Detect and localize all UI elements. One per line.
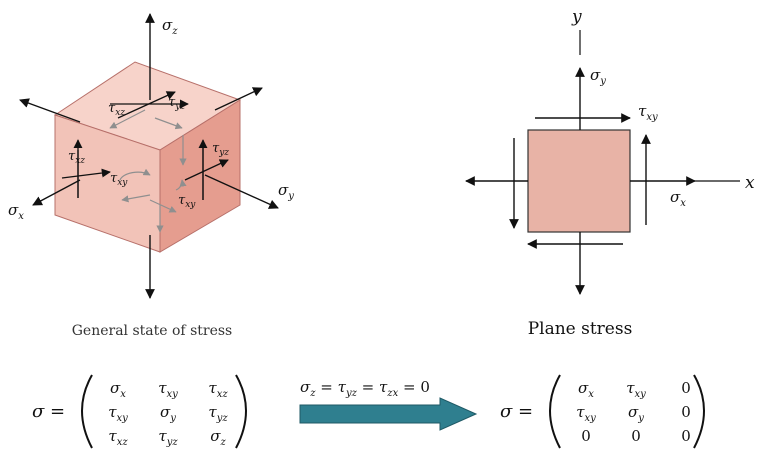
tau-yz-top-label: τyz — [168, 95, 185, 112]
tau-xz-left-label: τxz — [68, 149, 85, 166]
left-stress-tensor: σ = σx τxy τxz τxy σy τyz τxz τyz σz — [32, 374, 247, 449]
tau-xy-front-label: τxy — [110, 171, 128, 188]
tau-yz-right-label: τyz — [212, 141, 229, 158]
y-axis-label: y — [571, 7, 582, 27]
sigma-y-label: σy — [278, 181, 294, 202]
matrix-entry: 0 — [681, 379, 691, 397]
matrix-entry: τxy — [108, 403, 128, 424]
plane-stress-caption: Plane stress — [528, 319, 633, 339]
sigma-z-label: σz — [162, 16, 178, 37]
sigma-y-back-arrow — [214, 87, 263, 111]
tau-xz-top-label: τxz — [108, 101, 125, 118]
left-lhs: σ = — [32, 401, 65, 422]
matrix-entry: τxy — [158, 379, 178, 400]
matrix-entry: 0 — [631, 427, 641, 445]
shear-arrows-gray — [109, 109, 187, 233]
matrix-entry: τxy — [576, 403, 596, 424]
general-state-caption: General state of stress — [72, 323, 232, 339]
sigma-x-arrow — [32, 179, 81, 206]
sigma-x-label-right: σx — [670, 188, 686, 209]
right-lhs: σ = — [500, 401, 533, 422]
condition-block: σz = τyz = τzx = 0 — [299, 378, 478, 431]
matrix-entry: 0 — [681, 403, 691, 421]
left-close-paren — [235, 374, 247, 449]
right-matrix: σx τxy 0 τxy σy 0 0 0 0 — [576, 379, 691, 445]
condition-text: σz = τyz = τzx = 0 — [300, 378, 430, 399]
plane-stress-square — [527, 129, 631, 233]
sigma-x-back-arrow — [19, 98, 81, 123]
x-axis-label: x — [745, 173, 755, 193]
sigma-y-label-right: σy — [590, 66, 606, 87]
matrix-entry: τxz — [208, 379, 228, 400]
sigma-x-label: σx — [8, 201, 24, 222]
matrix-entry: τyz — [158, 427, 178, 448]
matrix-entry: 0 — [681, 427, 691, 445]
right-open-paren — [549, 374, 561, 449]
plane-stress-diagram: y x σy σx τxy — [465, 7, 755, 295]
general-stress-cube — [53, 61, 242, 253]
left-open-paren — [81, 374, 93, 449]
transition-arrow — [299, 397, 478, 431]
matrix-entry: τyz — [208, 403, 228, 424]
matrix-entry: σy — [628, 403, 644, 424]
matrix-entry: σx — [578, 379, 594, 400]
matrix-entry: τxy — [626, 379, 646, 400]
matrix-entry: σx — [110, 379, 126, 400]
shear-arrows-black — [61, 91, 229, 200]
normal-stress-arrows — [19, 13, 279, 299]
tau-xy-right-label: τxy — [178, 193, 196, 210]
sigma-y-arrow — [204, 174, 279, 209]
matrix-entry: σz — [210, 427, 226, 448]
right-stress-tensor: σ = σx τxy 0 τxy σy 0 0 0 0 — [500, 374, 705, 449]
right-close-paren — [693, 374, 705, 449]
tau-xy-label-right: τxy — [638, 102, 658, 123]
matrix-entry: τxz — [108, 427, 128, 448]
left-matrix: σx τxy τxz τxy σy τyz τxz τyz σz — [108, 379, 228, 448]
matrix-entry: σy — [160, 403, 176, 424]
matrix-entry: 0 — [581, 427, 591, 445]
